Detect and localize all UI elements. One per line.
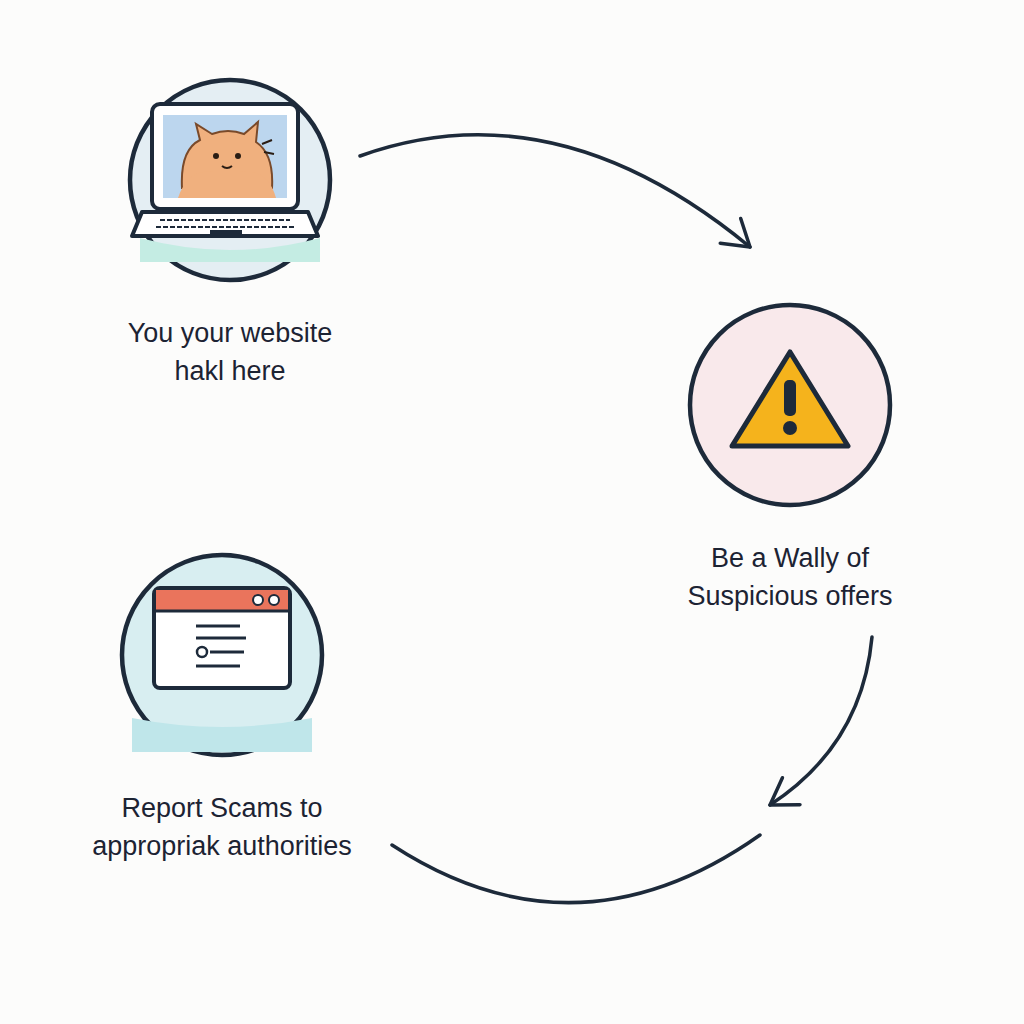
circle-outline xyxy=(118,551,326,759)
step-circle xyxy=(122,555,322,755)
flow-arrow xyxy=(360,135,750,247)
circle-step: Report Scams to appropriak authorities xyxy=(72,555,372,865)
arrow-head xyxy=(720,218,750,247)
circle-step: You your website hakl here xyxy=(105,80,355,390)
flow-arrow xyxy=(392,637,872,903)
curve-segment xyxy=(360,135,750,247)
circle-outline xyxy=(126,76,334,284)
step-circle xyxy=(690,305,890,505)
step-circle xyxy=(130,80,330,280)
arrow-head xyxy=(770,778,800,805)
step-label: Report Scams to appropriak authorities xyxy=(72,789,372,865)
circle-outline xyxy=(686,301,894,509)
circle-step: Be a Wally of Suspicious offers xyxy=(660,305,920,615)
step-label: You your website hakl here xyxy=(105,314,355,390)
step-label: Be a Wally of Suspicious offers xyxy=(660,539,920,615)
curve-segment xyxy=(392,835,760,903)
browser-icon xyxy=(132,588,312,752)
curve-segment xyxy=(770,637,872,805)
